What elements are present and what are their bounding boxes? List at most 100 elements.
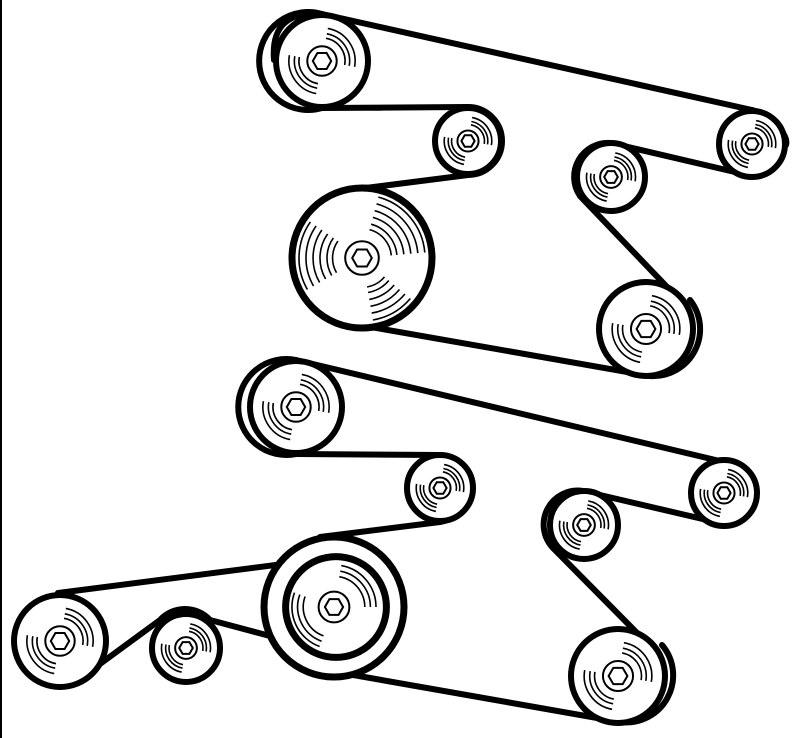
hex-bolt-icon: [744, 137, 760, 151]
groove-arc: [369, 284, 395, 301]
hex-bolt-icon: [576, 518, 592, 532]
groove-arc: [188, 630, 204, 652]
groove-arc: [63, 617, 84, 646]
groove-arc: [376, 203, 419, 254]
groove-arc: [341, 564, 377, 608]
lower-belt-wrap-a: [235, 356, 299, 458]
groove-arc: [447, 137, 465, 162]
groove-arc: [319, 233, 329, 280]
hex-bolt-icon: [607, 666, 629, 686]
groove-arc: [755, 119, 777, 149]
groove-arc: [296, 594, 322, 642]
groove-arc: [331, 240, 339, 274]
groove-arc: [299, 383, 320, 412]
groove-arc: [298, 221, 312, 290]
groove-arc: [471, 116, 493, 146]
groove-arc: [168, 644, 184, 666]
groove-arc: [470, 124, 486, 145]
groove-arc: [442, 471, 458, 492]
groove-arc: [267, 402, 292, 435]
hex-bolt-icon: [351, 248, 373, 268]
lower-idler-left: [149, 611, 223, 685]
groove-arc: [586, 507, 602, 529]
groove-arc: [326, 237, 334, 276]
upper-idler-pulley: [432, 105, 504, 177]
groove-arc: [64, 613, 89, 646]
groove-arc: [301, 373, 330, 413]
lower-crank-pulley: [260, 533, 408, 681]
left-border: [0, 0, 2, 738]
hex-bolt-icon: [49, 632, 71, 650]
lower-idler-pulley: [404, 452, 476, 524]
groove-arc: [339, 575, 366, 608]
groove-arc: [727, 472, 745, 497]
groove-arc: [754, 127, 770, 148]
groove-arc: [415, 483, 437, 513]
lower-pulley-mid: [547, 488, 621, 562]
groove-arc: [593, 671, 615, 700]
groove-arc: [583, 669, 613, 711]
groove-arc: [36, 636, 57, 665]
groove-arc: [443, 467, 461, 492]
groove-arc: [291, 592, 320, 648]
groove-arc: [616, 323, 642, 358]
groove-arc: [734, 140, 750, 161]
groove-arc: [164, 644, 183, 669]
groove-arc: [65, 607, 94, 647]
groove-arc: [374, 209, 412, 254]
groove-arc: [613, 159, 629, 181]
groove-arc: [615, 152, 637, 182]
hex-bolt-icon: [285, 398, 307, 416]
groove-arc: [471, 120, 489, 145]
hex-bolt-icon: [323, 598, 345, 616]
lower-pulley-far-left: [11, 592, 109, 690]
upper-pulley-top-left: [273, 12, 371, 110]
groove-arc: [588, 500, 610, 530]
groove-arc: [566, 521, 582, 543]
groove-arc: [422, 484, 438, 505]
hex-bolt-icon: [432, 481, 448, 495]
groove-arc: [562, 521, 581, 546]
groove-arc: [367, 279, 390, 294]
groove-arc: [755, 123, 773, 148]
groove-arc: [726, 476, 742, 497]
lower-pulley-top-left: [247, 358, 345, 456]
groove-arc: [419, 484, 437, 509]
groove-arc: [293, 56, 318, 89]
groove-arc: [593, 173, 609, 195]
hex-bolt-icon: [603, 170, 619, 184]
groove-arc: [706, 489, 722, 510]
hex-bolt-icon: [716, 486, 732, 500]
groove-arc: [589, 173, 608, 198]
groove-arc: [369, 228, 393, 256]
groove-arc: [300, 379, 325, 412]
groove-arc: [298, 56, 319, 85]
lower-pulley-right: [688, 457, 760, 529]
upper-belt-wrap-a: [256, 9, 325, 113]
groove-arc: [371, 293, 406, 314]
groove-arc: [26, 635, 55, 675]
groove-arc: [302, 596, 324, 637]
groove-arc: [262, 401, 291, 441]
upper-pulley-bottom-right: [596, 279, 696, 379]
groove-arc: [450, 137, 466, 158]
groove-arc: [649, 305, 671, 334]
groove-arc: [727, 468, 749, 498]
groove-arc: [587, 504, 606, 529]
groove-arc: [325, 37, 346, 66]
groove-arc: [651, 294, 681, 336]
upper-crank-pulley: [288, 184, 436, 332]
upper-belt: [270, 10, 790, 379]
groove-arc: [31, 636, 56, 669]
lower-belt-wrap-g: [157, 606, 213, 623]
groove-arc: [621, 652, 643, 681]
groove-arc: [558, 520, 580, 550]
hex-bolt-icon: [311, 52, 333, 70]
groove-arc: [312, 229, 323, 283]
groove-arc: [378, 196, 426, 253]
groove-arc: [588, 670, 614, 705]
groove-arc: [372, 297, 411, 321]
groove-arc: [585, 172, 607, 202]
